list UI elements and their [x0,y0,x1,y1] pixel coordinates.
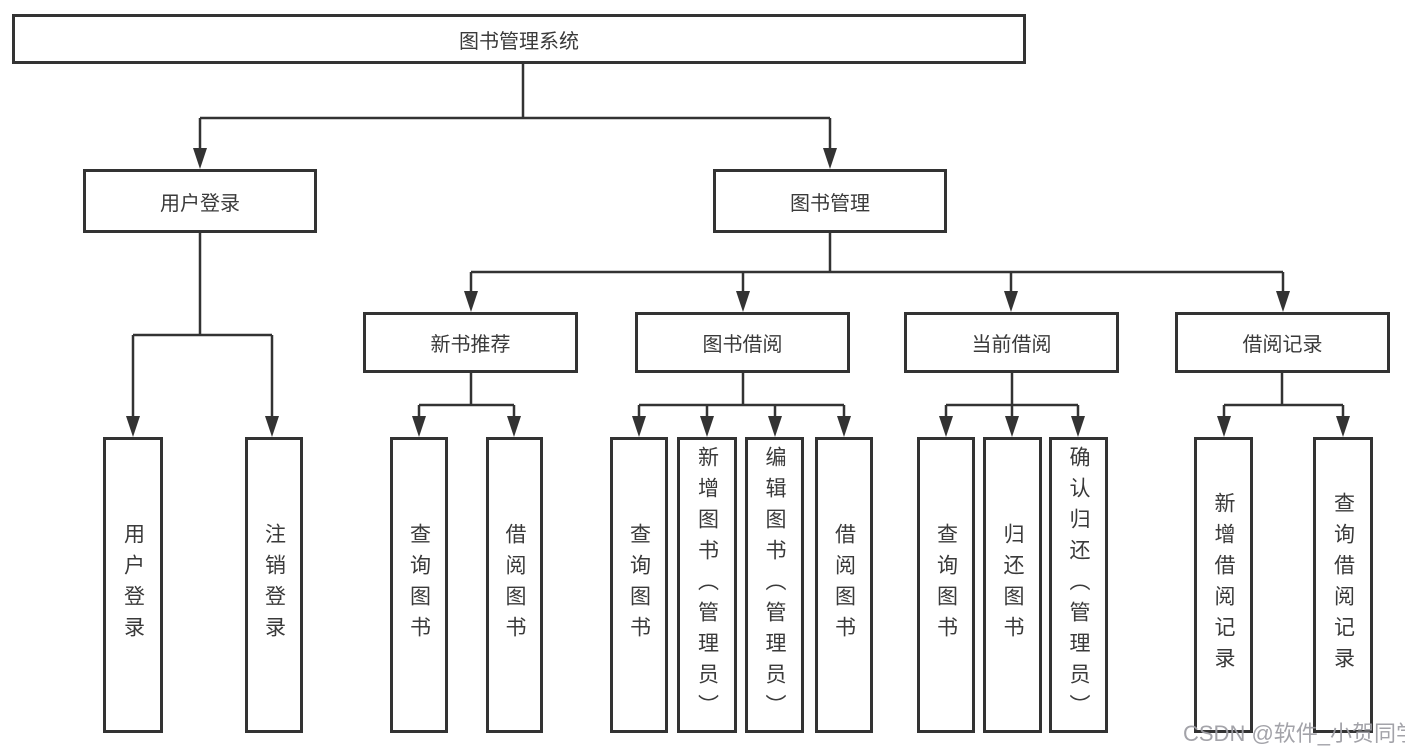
node-borrow-records-label: 借阅记录 [1242,334,1323,356]
leaf-edit-book-admin-label: 编辑图书（管理员） [763,445,786,725]
node-root-label: 图书管理系统 [459,30,579,53]
leaf-query-books-current: 查询图书 [917,437,975,733]
node-book-borrowing-label: 图书借阅 [702,334,783,356]
leaf-query-books-borrowing-label: 查询图书 [627,523,651,647]
leaf-query-books-recommend: 查询图书 [390,437,448,733]
leaf-return-books: 归还图书 [983,437,1042,733]
leaf-borrow-books-borrowing: 借阅图书 [815,437,873,733]
node-root: 图书管理系统 [12,14,1026,64]
node-borrow-records: 借阅记录 [1175,312,1390,373]
arrowhead-icons [126,148,1350,437]
leaf-query-books-current-label: 查询图书 [934,523,958,647]
leaf-borrow-books-recommend: 借阅图书 [486,437,543,733]
leaf-user-login: 用户登录 [103,437,163,733]
node-new-book-recommend-label: 新书推荐 [430,334,511,356]
leaf-confirm-return-admin: 确认归还（管理员） [1049,437,1108,733]
leaf-query-borrow-record: 查询借阅记录 [1313,437,1373,733]
leaf-edit-book-admin: 编辑图书（管理员） [745,437,804,733]
leaf-add-book-admin: 新增图书（管理员） [677,437,737,733]
leaf-logout: 注销登录 [245,437,303,733]
leaf-confirm-return-admin-label: 确认归还（管理员） [1067,445,1090,725]
node-book-borrowing: 图书借阅 [635,312,850,373]
leaf-logout-label: 注销登录 [262,523,286,647]
node-user-login-label: 用户登录 [160,192,240,215]
connector-paths [131,64,1345,418]
leaf-borrow-books-recommend-label: 借阅图书 [503,523,526,647]
node-new-book-recommend: 新书推荐 [363,312,578,373]
watermark: CSDN @软件_小贺同学 [1183,721,1405,746]
node-user-login: 用户登录 [83,169,317,233]
leaf-add-borrow-record: 新增借阅记录 [1194,437,1253,733]
leaf-query-books-borrowing: 查询图书 [610,437,668,733]
leaf-add-book-admin-label: 新增图书（管理员） [695,445,719,725]
node-book-management: 图书管理 [713,169,947,233]
node-book-management-label: 图书管理 [790,192,870,215]
leaf-query-borrow-record-label: 查询借阅记录 [1331,492,1355,678]
node-current-borrowing: 当前借阅 [904,312,1119,373]
leaf-query-books-recommend-label: 查询图书 [407,523,431,647]
leaf-borrow-books-borrowing-label: 借阅图书 [832,523,856,647]
leaf-user-login-label: 用户登录 [121,523,145,647]
leaf-add-borrow-record-label: 新增借阅记录 [1212,492,1235,678]
leaf-return-books-label: 归还图书 [1001,523,1024,647]
node-current-borrowing-label: 当前借阅 [971,334,1052,356]
